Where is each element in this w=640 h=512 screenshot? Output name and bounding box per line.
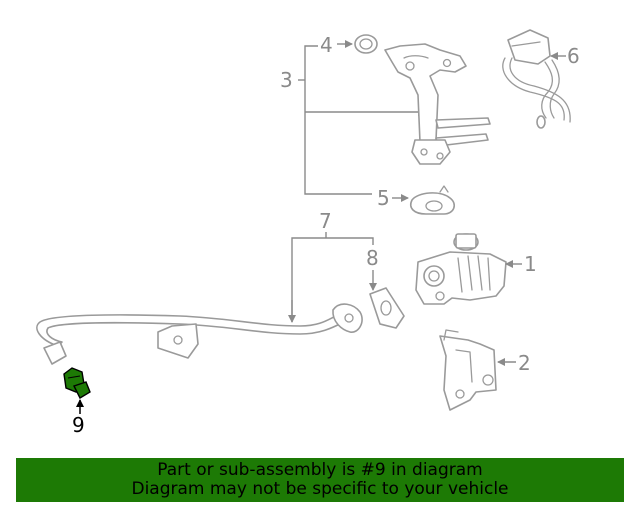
callout-3-label[interactable]: 3 bbox=[280, 68, 293, 92]
part-1-egr-valve[interactable] bbox=[415, 233, 507, 305]
callout-7-label[interactable]: 7 bbox=[319, 209, 332, 233]
callout-1-label[interactable]: 1 bbox=[524, 252, 537, 276]
callout-8-label[interactable]: 8 bbox=[366, 246, 379, 270]
part-7-egr-pipe[interactable] bbox=[36, 303, 363, 365]
part-9-bolt-highlighted[interactable] bbox=[63, 367, 91, 399]
callout-6-label[interactable]: 6 bbox=[567, 44, 580, 68]
banner-line-1: Part or sub-assembly is #9 in diagram bbox=[157, 460, 483, 480]
part-5-gasket[interactable] bbox=[410, 185, 456, 215]
part-2-bracket[interactable] bbox=[439, 329, 497, 411]
banner-line-2: Diagram may not be specific to your vehi… bbox=[131, 479, 509, 499]
part-4-gasket[interactable] bbox=[354, 34, 378, 54]
selected-part-banner: Part or sub-assembly is #9 in diagram Di… bbox=[16, 458, 624, 502]
callout-5-label[interactable]: 5 bbox=[377, 186, 390, 210]
part-6-sensor[interactable] bbox=[502, 29, 571, 129]
callout-2-label[interactable]: 2 bbox=[518, 351, 531, 375]
callout-7-bracket bbox=[288, 232, 374, 323]
parts-diagram: 3 4 5 6 bbox=[36, 29, 580, 437]
part-3-pipe-assembly[interactable] bbox=[384, 43, 491, 165]
callout-4-label[interactable]: 4 bbox=[320, 33, 333, 57]
part-8-gasket[interactable] bbox=[369, 287, 405, 329]
callout-9-label[interactable]: 9 bbox=[72, 413, 85, 437]
callout-3-bracket bbox=[298, 45, 426, 195]
